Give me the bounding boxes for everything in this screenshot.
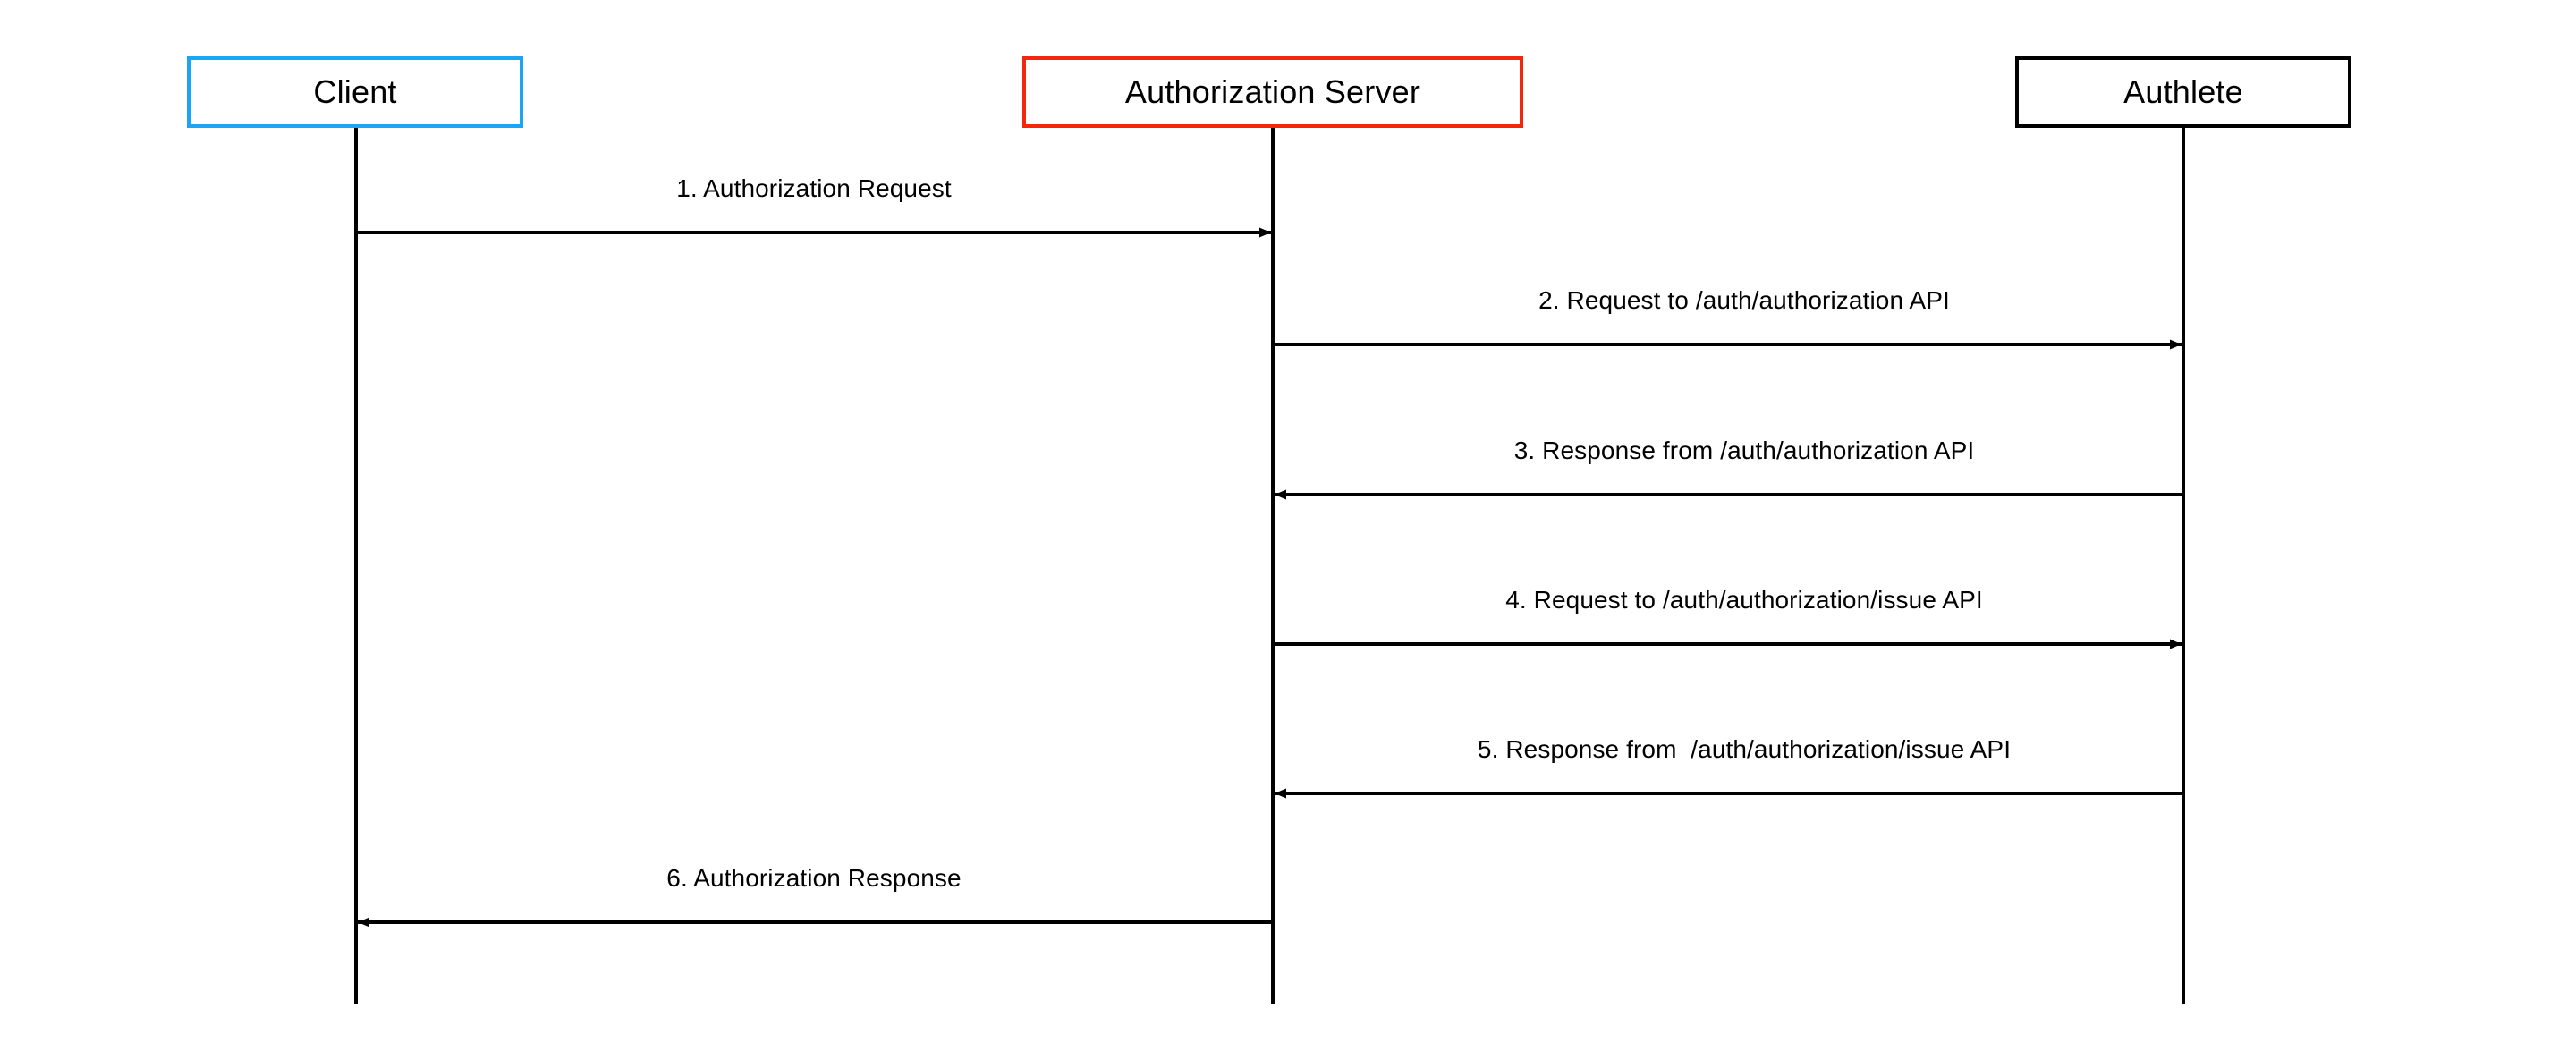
message-label-1: 1. Authorization Request [676, 174, 952, 202]
message-label-5: 5. Response from /auth/authorization/iss… [1477, 735, 2012, 763]
participant-label-authorization-server: Authorization Server [1124, 73, 1421, 110]
message-arrows-group [356, 227, 2183, 928]
participant-label-authlete: Authlete [2123, 73, 2243, 110]
message-label-3: 3. Response from /auth/authorization API [1513, 437, 1975, 464]
participant-box-client[interactable]: Client [187, 56, 523, 128]
participant-label-client: Client [313, 73, 397, 110]
participant-box-authlete[interactable]: Authlete [2015, 56, 2351, 128]
lifelines-group [354, 128, 2185, 1004]
participant-box-authorization-server[interactable]: Authorization Server [1022, 56, 1523, 128]
message-label-2: 2. Request to /auth/authorization API [1538, 286, 1950, 314]
message-label-6: 6. Authorization Response [666, 864, 962, 892]
message-label-4: 4. Request to /auth/authorization/issue … [1505, 586, 1983, 614]
